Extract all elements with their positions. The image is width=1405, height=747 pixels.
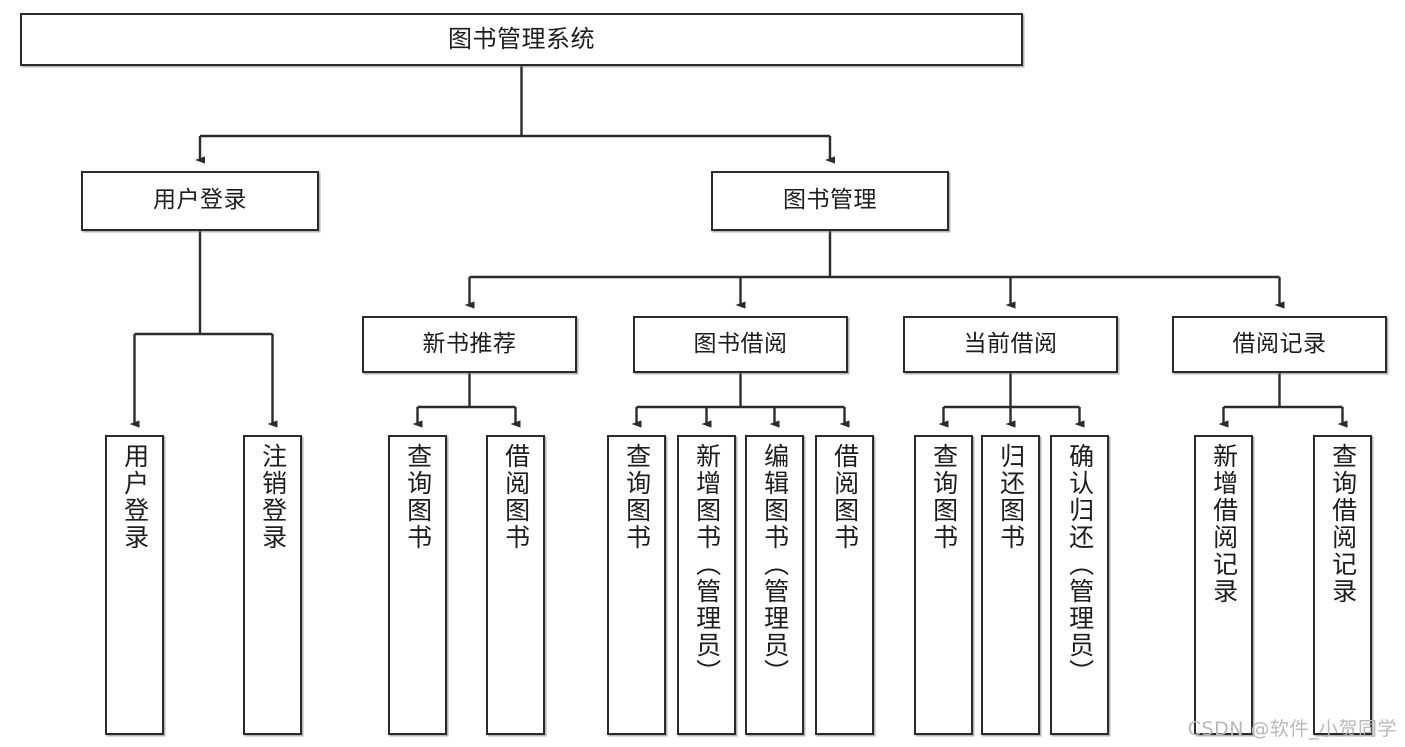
node-book-manage-label: 图书管理 <box>783 187 877 214</box>
node-leaf-query-record: 查询借阅记录 <box>1313 435 1372 735</box>
node-leaf-borrow-book-1-label: 借阅图书 <box>501 443 531 551</box>
node-leaf-borrow-book-1: 借阅图书 <box>486 435 545 735</box>
node-borrow-record: 借阅记录 <box>1172 316 1387 373</box>
node-leaf-confirm-return: 确认归还（管理员） <box>1050 435 1109 735</box>
node-leaf-query-book-3: 查询图书 <box>914 435 973 735</box>
node-book-borrow-label: 图书借阅 <box>693 330 788 357</box>
node-leaf-return-book-label: 归还图书 <box>996 443 1026 551</box>
node-borrow-record-label: 借阅记录 <box>1232 330 1327 357</box>
node-new-book-recommend-label: 新书推荐 <box>422 330 517 357</box>
node-root-book-management-system-label: 图书管理系统 <box>448 25 595 54</box>
node-new-book-recommend: 新书推荐 <box>362 316 577 373</box>
node-user-login-label: 用户登录 <box>153 187 247 214</box>
node-leaf-query-book-1: 查询图书 <box>388 435 447 735</box>
node-root-book-management-system: 图书管理系统 <box>20 13 1023 66</box>
node-leaf-add-record: 新增借阅记录 <box>1194 435 1253 735</box>
node-book-manage: 图书管理 <box>711 171 949 231</box>
node-current-borrow: 当前借阅 <box>903 316 1118 373</box>
node-leaf-add-book-label: 新增图书（管理员） <box>692 443 722 686</box>
node-leaf-query-book-3-label: 查询图书 <box>929 443 959 551</box>
node-leaf-query-book-2: 查询图书 <box>607 435 666 735</box>
csdn-watermark: CSDN @软件_小贺同学 <box>1187 718 1397 740</box>
node-leaf-logout: 注销登录 <box>243 435 302 735</box>
node-leaf-user-login-label: 用户登录 <box>120 443 150 551</box>
node-leaf-add-book: 新增图书（管理员） <box>677 435 736 735</box>
node-leaf-borrow-book-2: 借阅图书 <box>815 435 874 735</box>
node-leaf-add-record-label: 新增借阅记录 <box>1209 443 1239 605</box>
node-leaf-confirm-return-label: 确认归还（管理员） <box>1065 443 1095 686</box>
node-leaf-query-record-label: 查询借阅记录 <box>1328 443 1358 605</box>
node-leaf-query-book-2-label: 查询图书 <box>622 443 652 551</box>
node-leaf-edit-book: 编辑图书（管理员） <box>745 435 804 735</box>
node-book-borrow: 图书借阅 <box>633 316 848 373</box>
node-user-login: 用户登录 <box>81 171 319 231</box>
node-leaf-edit-book-label: 编辑图书（管理员） <box>760 443 790 686</box>
node-leaf-query-book-1-label: 查询图书 <box>403 443 433 551</box>
node-leaf-user-login: 用户登录 <box>105 435 164 735</box>
node-leaf-return-book: 归还图书 <box>981 435 1040 735</box>
node-current-borrow-label: 当前借阅 <box>963 330 1058 357</box>
node-leaf-logout-label: 注销登录 <box>258 443 288 551</box>
node-leaf-borrow-book-2-label: 借阅图书 <box>830 443 860 551</box>
